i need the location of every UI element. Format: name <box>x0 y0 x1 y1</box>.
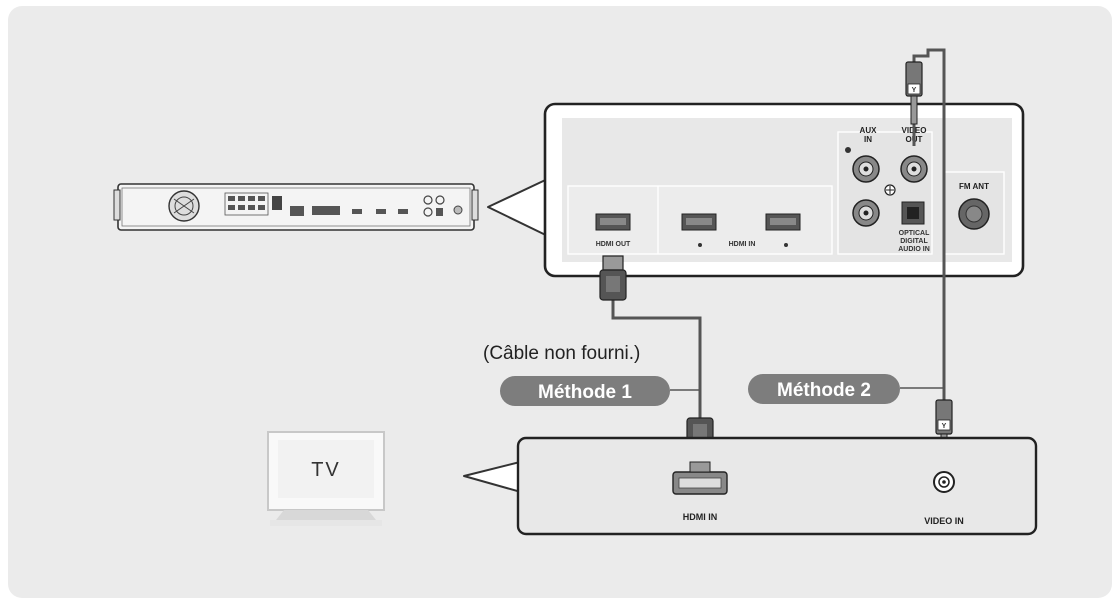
tv-video-in-label: VIDEO IN <box>924 516 964 526</box>
hdmi-out-label: HDMI OUT <box>596 241 631 248</box>
hdmi-plug-top <box>599 255 627 301</box>
hdmi-plug-tip <box>689 461 711 473</box>
rca-plug-top: Y <box>905 61 923 125</box>
video-out-jack <box>900 155 928 183</box>
fm-ant-label: FM ANT <box>959 182 989 191</box>
method-1-label: Méthode 1 <box>538 382 632 403</box>
aux-marker-icon <box>845 147 851 153</box>
tv-hdmi-in-label: HDMI IN <box>683 512 718 522</box>
port-number-1-icon <box>698 243 702 247</box>
hdmi-cable <box>611 300 702 418</box>
optical-label: OPTICAL <box>899 230 930 237</box>
aux-in-jack-r <box>852 199 880 227</box>
aux-label: AUX <box>860 126 878 135</box>
port-number-2-icon <box>784 243 788 247</box>
svg-text:Y: Y <box>942 423 947 430</box>
home-theater-unit <box>113 183 479 231</box>
rear-panel-zoom: HDMI OUT HDMI IN AUX IN VIDEO OUT <box>543 102 1025 278</box>
hdmi-in-label: HDMI IN <box>729 241 756 248</box>
in-label: IN <box>864 135 872 144</box>
method-1-badge <box>500 376 670 406</box>
tv-input-panel: HDMI IN VIDEO IN <box>516 436 1038 536</box>
cable-note: (Câble non fourni.) <box>483 343 640 364</box>
method-2-label: Méthode 2 <box>777 380 871 401</box>
aux-in-jack-l <box>852 155 880 183</box>
digital-label: DIGITAL <box>900 238 928 245</box>
tv-icon: TV <box>267 431 385 526</box>
tv-label: TV <box>311 459 341 481</box>
svg-text:Y: Y <box>912 87 917 94</box>
method-2-badge <box>748 374 900 404</box>
audio-in-label: AUDIO IN <box>898 246 930 253</box>
